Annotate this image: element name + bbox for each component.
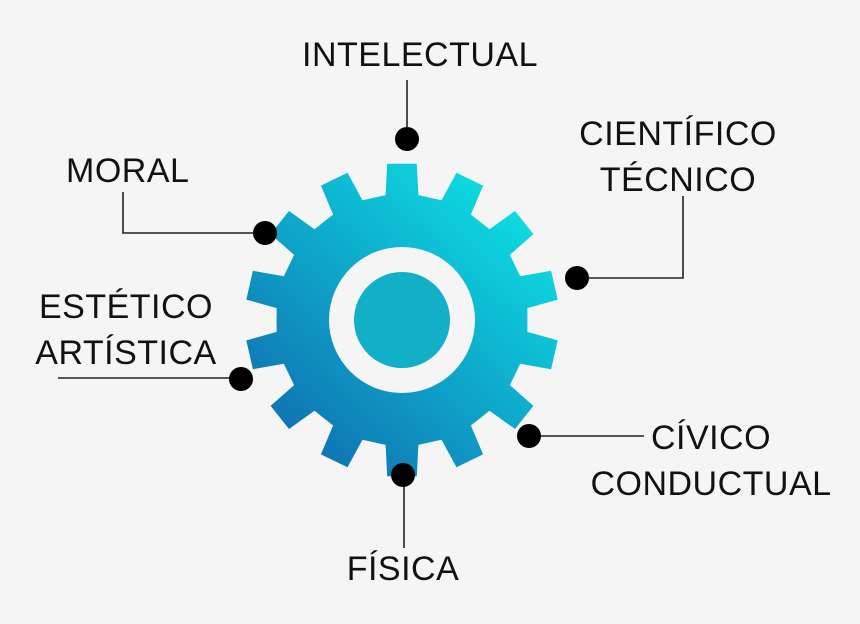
label-intelectual: INTELECTUAL [300,32,540,78]
gear-body [246,163,558,477]
connector-cientifico [578,196,684,279]
label-estetico-text: ESTÉTICO [38,288,214,326]
dot-estetico [229,367,253,391]
connector-moral [122,192,264,234]
label-moral-text: MORAL [66,152,190,190]
gear-icon [246,163,558,477]
dot-fisica [391,463,415,487]
label-cientifico-text: CIENTÍFICO [579,115,777,153]
dot-intelectual [395,127,419,151]
gear-hub [354,272,450,368]
label-fisica: FÍSICA [318,546,488,592]
dot-civico [517,424,541,448]
label-tecnico-text: TÉCNICO [599,161,757,199]
label-fisica-text: FÍSICA [346,550,460,588]
label-civico-text: CÍVICO [650,419,772,457]
label-cientifico-tecnico: CIENTÍFICO TÉCNICO [568,111,788,203]
label-moral: MORAL [66,148,226,194]
label-estetico-artistica: ESTÉTICO ARTÍSTICA [20,284,232,376]
connector-lines [58,80,684,548]
dot-cientifico [565,266,589,290]
label-artistica-text: ARTÍSTICA [35,334,217,372]
label-civico-conductual: CÍVICO CONDUCTUAL [584,415,838,507]
dot-moral [253,221,277,245]
connector-dots [229,127,589,487]
label-intelectual-text: INTELECTUAL [302,36,538,74]
label-conductual-text: CONDUCTUAL [590,465,832,503]
